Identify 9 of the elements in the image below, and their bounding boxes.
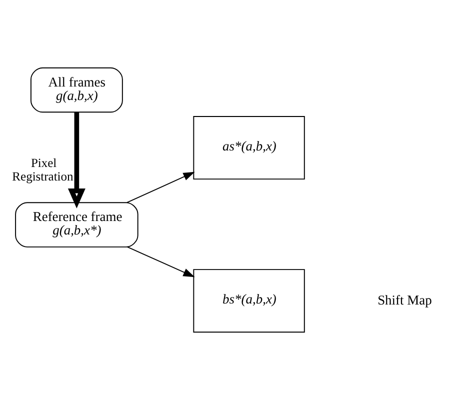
arrow <box>126 172 195 203</box>
arrow <box>68 112 86 208</box>
arrow <box>126 246 195 278</box>
node-box: Reference frame g(a,b,x*) <box>15 202 138 248</box>
node-box: All frames g(a,b,x) <box>30 67 123 113</box>
node-box: bs*(a,b,x) <box>193 269 305 333</box>
node-box: as*(a,b,x) <box>193 116 305 180</box>
label: Shift Map <box>378 292 432 308</box>
edge-label: Pixel Registration <box>12 156 74 184</box>
